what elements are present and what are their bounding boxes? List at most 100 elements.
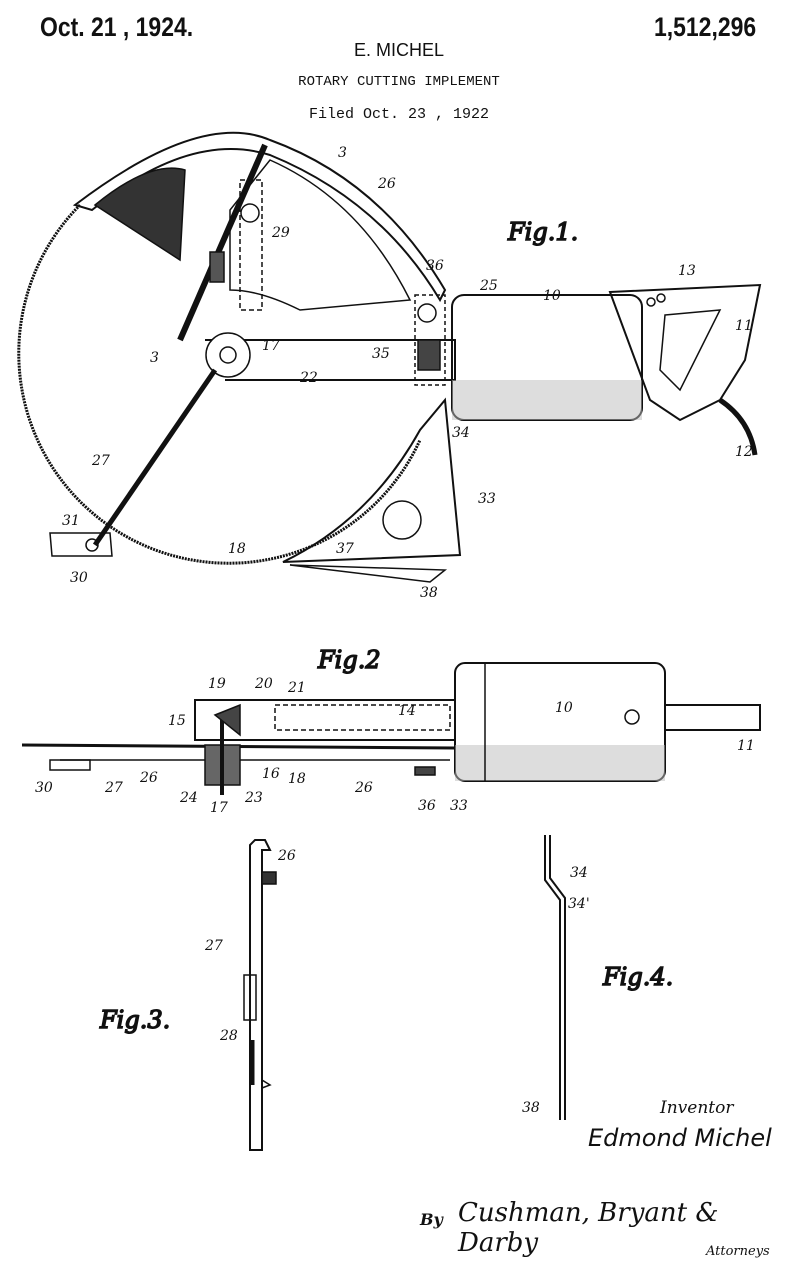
knob [261,871,277,885]
ref-numeral: 23 [244,790,263,806]
ref-numeral: 3 [150,350,159,366]
ref-numeral: 13 [678,263,696,279]
attorney-signature: Cushman, Bryant & Darby [458,1198,719,1258]
ref-numeral: 25 [479,278,498,294]
lower-lip [261,1079,272,1089]
gear-20 [213,703,241,737]
ref-numeral: 26 [139,770,158,786]
clip-28 [243,974,257,1021]
lower-guard-33 [282,397,462,563]
filed-date: Filed Oct. 23 , 1922 [308,106,490,123]
ref-numeral: 18 [288,771,306,787]
foot-30 [49,532,113,557]
plate-34 [544,835,566,1120]
hub-bolt [219,346,237,364]
ref-numeral: 30 [70,570,88,586]
inventor-name: E. MICHEL [353,40,445,60]
ref-numeral: 27 [204,938,223,954]
ref-numeral: 33 [450,798,468,814]
ref-numeral: 18 [228,541,246,557]
housing-14 [194,699,456,741]
screw-36 [417,303,437,323]
fig3-reference-numerals: 26 27 28 [204,848,296,1044]
ref-numeral: 10 [555,700,573,716]
ref-numeral: 34 [452,425,470,441]
rod-27 [92,368,218,547]
ref-numeral: 34' [568,896,590,912]
fig4-reference-numerals: 34 34' 38 [522,865,590,1116]
ref-numeral: 28 [219,1028,238,1044]
ref-numeral: 36 [426,258,444,274]
ref-numeral: 38 [420,585,438,601]
patent-title: ROTARY CUTTING IMPLEMENT [298,74,500,90]
guard-plate [249,839,272,1151]
fig2-title: Fig.2 [317,646,381,674]
ref-numeral: 36 [418,798,436,814]
foot-30-side [49,759,91,771]
cord-12 [718,397,758,456]
by-label: By [420,1210,443,1229]
shaft-dashed [274,704,451,731]
inventor-label: Inventor [660,1098,734,1118]
block-35 [417,339,441,371]
guard-hole [382,500,422,540]
button-13 [646,297,656,307]
ref-numeral: 22 [299,370,318,386]
blade-guard [72,131,447,303]
fig1-reference-numerals: 3 26 29 36 25 10 13 11 3 17 35 22 34 12 … [62,145,753,601]
attorneys-label: Attorneys [706,1244,770,1259]
ref-numeral: 33 [478,491,496,507]
guard-window [93,167,186,262]
motor-shading [452,380,642,420]
figure-4: Fig.4. 34 34' 38 [522,835,674,1120]
patent-number: 1,512,296 [653,12,756,42]
ref-numeral: 35 [372,346,390,362]
motor-side-shading [455,745,665,781]
ref-numeral: 37 [336,541,354,557]
ref-numeral: 19 [208,676,226,692]
screw-36-side [414,766,436,776]
ref-numeral: 24 [179,790,198,806]
slide-dashed [239,179,263,311]
ref-numeral: 38 [522,1100,540,1116]
handle-grip [659,309,722,392]
figure-1: Fig.1. 3 26 29 36 25 10 13 11 3 17 35 22… [17,131,762,601]
handle-pivot [624,709,640,725]
ref-numeral: 27 [91,453,110,469]
block [209,251,225,283]
pin-31 [85,538,99,552]
ref-numeral: 11 [735,318,753,334]
figure-2: Fig.2 19 20 21 14 15 10 11 30 27 26 24 1… [21,645,761,816]
fig3-title: Fig.3. [99,1006,170,1034]
ref-numeral: 27 [104,780,123,796]
arm-22 [205,339,456,381]
ref-numeral: 17 [262,338,280,354]
handle-11-side [665,704,761,731]
shoe-38 [289,564,448,583]
patent-date: Oct. 21 , 1924. [40,12,194,42]
fig2-reference-numerals: 19 20 21 14 15 10 11 30 27 26 24 17 23 1… [35,676,755,816]
ref-numeral: 30 [35,780,53,796]
inventor-signature: Edmond Michel [588,1124,772,1152]
bracket [414,294,446,386]
ref-numeral: 3 [338,145,347,161]
ref-numeral: 11 [737,738,755,754]
pin-29 [240,203,260,223]
ref-numeral: 26 [354,780,373,796]
ref-numeral: 10 [543,288,561,304]
ref-numeral: 14 [398,703,416,719]
guard-strut [177,143,268,342]
ref-numeral: 21 [287,680,306,696]
fig4-title: Fig.4. [602,963,673,991]
ref-numeral: 16 [262,766,280,782]
ref-numeral: 26 [277,848,296,864]
ref-numeral: 29 [271,225,290,241]
ref-numeral: 31 [62,513,80,529]
ref-numeral: 20 [254,676,273,692]
fig1-title: Fig.1. [507,218,578,246]
guard-window-2 [229,159,412,311]
ref-numeral: 12 [735,444,753,460]
button-13b [656,293,666,303]
ref-numeral: 17 [210,800,228,816]
